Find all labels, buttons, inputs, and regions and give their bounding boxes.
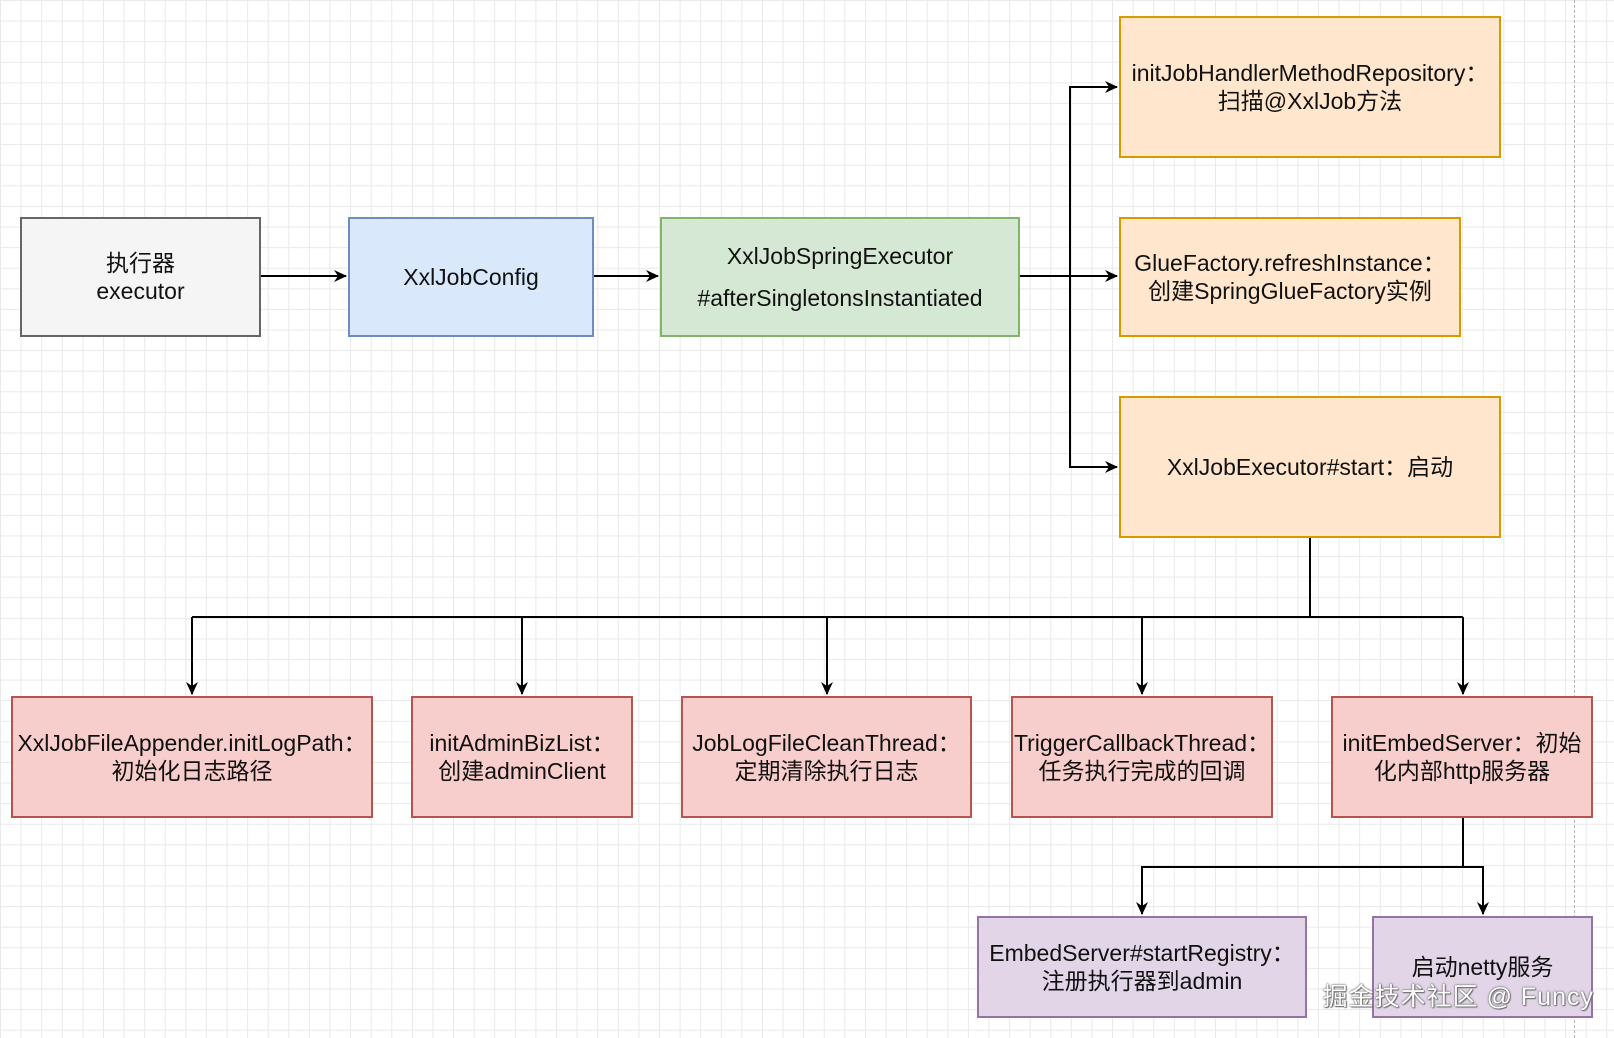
node-log-clean[interactable]: JobLogFileCleanThread： 定期清除执行日志 [681, 696, 972, 818]
node-start-registry-line-2: 注册执行器到admin [1041, 968, 1243, 994]
node-init-log-path[interactable]: XxlJobFileAppender.initLogPath： 初始化日志路径 [11, 696, 373, 818]
node-start-netty[interactable]: 启动netty服务 [1372, 916, 1593, 1018]
node-executor-start[interactable]: XxlJobExecutor#start：启动 [1119, 396, 1501, 538]
edge-spring-executor-to-init-job-handler [1020, 81, 1118, 277]
node-spring-executor-line-1: XxlJobSpringExecutor [726, 243, 954, 269]
node-spring-executor-line-2: #afterSingletonsInstantiated [697, 285, 983, 311]
node-log-clean-line-1: JobLogFileCleanThread： [692, 730, 961, 756]
edge-init-embed-server-to-start-netty [1463, 866, 1489, 915]
edge-spring-executor-to-executor-start [1069, 276, 1118, 473]
node-trigger-callback-line-1: TriggerCallbackThread： [1013, 730, 1271, 756]
node-log-clean-line-2: 定期清除执行日志 [734, 758, 919, 784]
node-executor-line-2: executor [96, 278, 185, 304]
node-init-admin-biz[interactable]: initAdminBizList： 创建adminClient [411, 696, 633, 818]
node-executor-start-line-1: XxlJobExecutor#start：启动 [1166, 454, 1454, 480]
node-init-log-path-line-1: XxlJobFileAppender.initLogPath： [17, 730, 367, 756]
node-init-job-handler-line-1: initJobHandlerMethodRepository： [1131, 60, 1489, 86]
node-glue-factory-line-2: 创建SpringGlueFactory实例 [1148, 278, 1432, 304]
edge-init-embed-server-to-start-registry [1136, 817, 1464, 915]
node-init-embed-server[interactable]: initEmbedServer：初始 化内部http服务器 [1331, 696, 1593, 818]
node-glue-factory[interactable]: GlueFactory.refreshInstance： 创建SpringGlu… [1119, 217, 1461, 337]
node-init-job-handler[interactable]: initJobHandlerMethodRepository： 扫描@XxlJo… [1119, 16, 1501, 158]
node-init-log-path-line-2: 初始化日志路径 [111, 758, 273, 784]
node-trigger-callback-line-2: 任务执行完成的回调 [1038, 758, 1246, 784]
node-start-netty-line-1: 启动netty服务 [1411, 954, 1554, 980]
edge-executor-start-to-bus [192, 537, 1463, 618]
page-boundary-line [1574, 0, 1575, 1038]
node-start-registry-line-1: EmbedServer#startRegistry： [989, 940, 1295, 966]
node-trigger-callback[interactable]: TriggerCallbackThread： 任务执行完成的回调 [1011, 696, 1273, 818]
node-executor[interactable]: 执行器 executor [20, 217, 261, 337]
node-glue-factory-line-1: GlueFactory.refreshInstance： [1134, 250, 1446, 276]
node-spring-executor[interactable]: XxlJobSpringExecutor #afterSingletonsIns… [660, 217, 1020, 337]
node-init-embed-server-line-2: 化内部http服务器 [1373, 758, 1551, 784]
node-init-embed-server-line-1: initEmbedServer：初始 [1342, 730, 1582, 756]
node-init-admin-biz-line-2: 创建adminClient [438, 758, 606, 784]
node-start-registry[interactable]: EmbedServer#startRegistry： 注册执行器到admin [977, 916, 1307, 1018]
node-init-admin-biz-line-1: initAdminBizList： [429, 730, 615, 756]
node-xxljobconfig-line-1: XxlJobConfig [403, 264, 539, 290]
watermark-text: 掘金技术社区 @ Funcy [1322, 983, 1594, 1011]
node-init-job-handler-line-2: 扫描@XxlJob方法 [1217, 88, 1403, 114]
node-executor-line-1: 执行器 [106, 250, 175, 276]
node-xxljobconfig[interactable]: XxlJobConfig [348, 217, 594, 337]
